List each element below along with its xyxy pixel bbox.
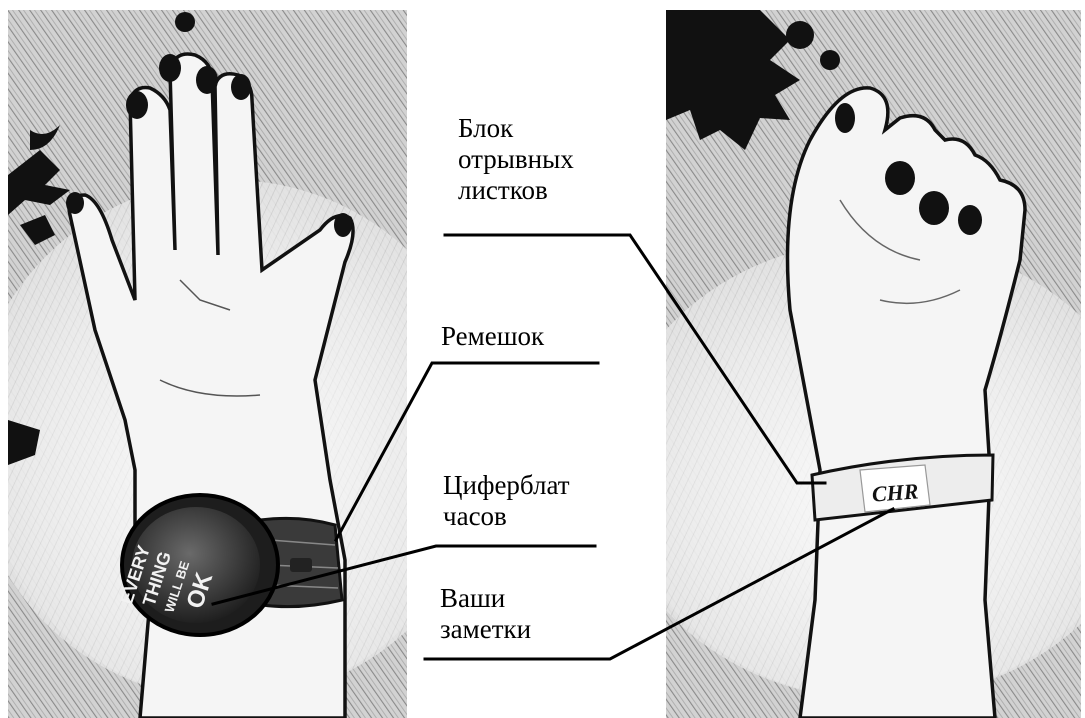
right-photo-panel: CHR: [610, 10, 1085, 718]
label-watch-dial: Циферблат часов: [443, 470, 570, 532]
label-tear-off-block: Блок отрывных листков: [458, 113, 574, 206]
label-tear-off-block-line-2: отрывных: [458, 144, 574, 175]
label-strap-text: Ремешок: [441, 321, 544, 352]
label-tear-off-block-line-1: Блок: [458, 113, 574, 144]
label-your-notes-line-2: заметки: [440, 614, 531, 645]
watch-crown: [290, 558, 312, 572]
label-your-notes-line-1: Ваши: [440, 583, 531, 614]
label-strap: Ремешок: [441, 321, 544, 352]
label-your-notes: Ваши заметки: [440, 583, 531, 645]
bracelet-text: CHR: [871, 478, 919, 506]
label-watch-dial-line-1: Циферблат: [443, 470, 570, 501]
label-watch-dial-line-2: часов: [443, 501, 570, 532]
label-tear-off-block-line-3: листков: [458, 175, 574, 206]
left-photo-panel: EVERY THING WILL BE OK: [0, 10, 490, 718]
